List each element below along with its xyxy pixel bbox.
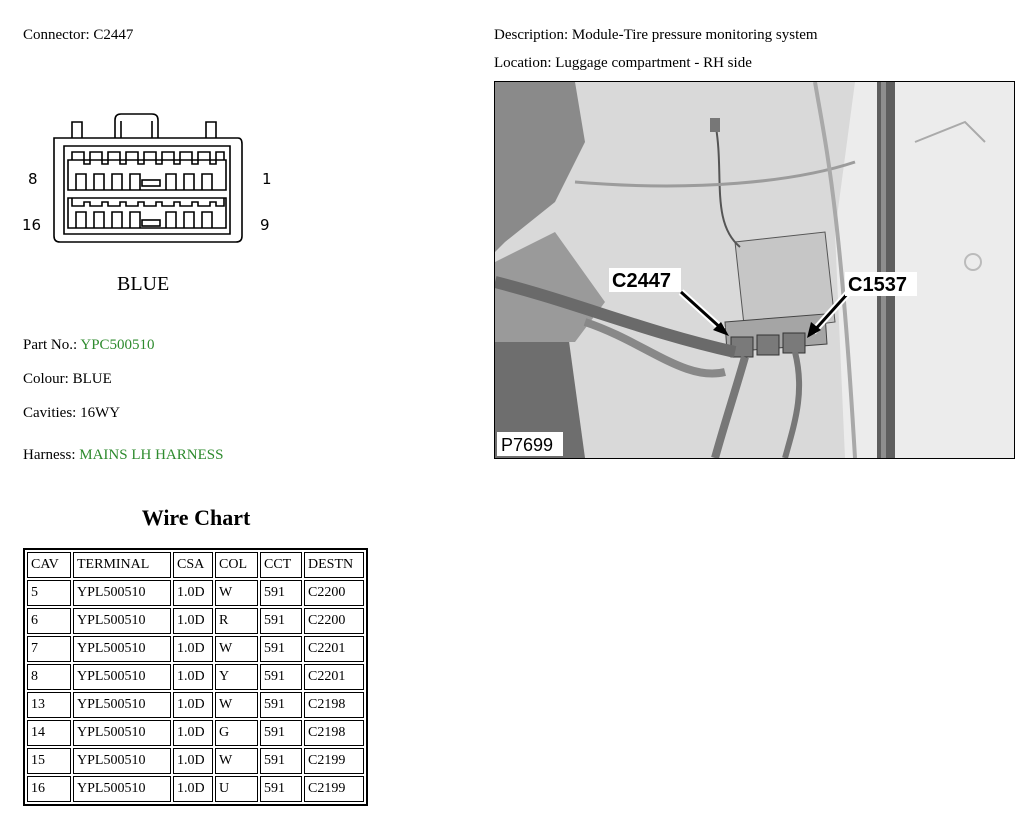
cell-destn[interactable]: C2199 [304, 776, 364, 802]
connector-face-diagram: 8 1 16 9 BLUE [20, 108, 280, 298]
cell-cav: 7 [27, 636, 71, 662]
pin-label-bottom-left: 16 [22, 216, 41, 234]
description-value: Module-Tire pressure monitoring system [571, 27, 818, 43]
cell-col: R [215, 608, 258, 634]
cell-terminal: YPL500510 [73, 580, 171, 606]
cell-cct: 591 [260, 608, 302, 634]
callout-c1537: C1537 [848, 274, 907, 296]
cell-destn[interactable]: C2198 [304, 720, 364, 746]
pin-label-top-right: 1 [262, 170, 272, 188]
cell-terminal: YPL500510 [73, 664, 171, 690]
callout-c2447: C2447 [612, 270, 671, 292]
cell-col: Y [215, 664, 258, 690]
cell-terminal: YPL500510 [73, 608, 171, 634]
colour-line: Colour: BLUE [23, 371, 112, 388]
cell-terminal: YPL500510 [73, 720, 171, 746]
part-no-line: Part No.: YPC500510 [23, 337, 155, 354]
cell-cav: 8 [27, 664, 71, 690]
cell-terminal: YPL500510 [73, 748, 171, 774]
cell-cav: 6 [27, 608, 71, 634]
header-destn: DESTN [304, 552, 364, 578]
cell-cav: 5 [27, 580, 71, 606]
cell-csa: 1.0D [173, 664, 213, 690]
description-label: Description: [494, 27, 569, 43]
cell-cct: 591 [260, 664, 302, 690]
cell-col: W [215, 580, 258, 606]
location-value: Luggage compartment - RH side [555, 55, 752, 71]
location-label: Location: [494, 55, 552, 71]
wire-chart-header-row: CAV TERMINAL CSA COL CCT DESTN [27, 552, 364, 578]
cavities-line: Cavities: 16WY [23, 405, 120, 422]
header-terminal: TERMINAL [73, 552, 171, 578]
wire-chart-title: Wire Chart [141, 505, 251, 530]
harness-label: Harness: [23, 447, 76, 463]
cell-terminal: YPL500510 [73, 692, 171, 718]
cell-cct: 591 [260, 776, 302, 802]
cell-col: W [215, 636, 258, 662]
location-photo: C2447 C1537 P7699 [494, 81, 1015, 459]
cell-destn[interactable]: C2199 [304, 748, 364, 774]
colour-label: Colour: [23, 371, 69, 387]
harness-line: Harness: MAINS LH HARNESS [23, 447, 223, 464]
location-line: Location: Luggage compartment - RH side [494, 55, 752, 72]
header-col: COL [215, 552, 258, 578]
cell-destn[interactable]: C2200 [304, 608, 364, 634]
cell-col: G [215, 720, 258, 746]
description-line: Description: Module-Tire pressure monito… [494, 27, 818, 44]
cell-destn[interactable]: C2198 [304, 692, 364, 718]
cell-cav: 15 [27, 748, 71, 774]
cell-cct: 591 [260, 692, 302, 718]
cavities-value: 16WY [80, 405, 121, 421]
pin-label-bottom-right: 9 [260, 216, 270, 234]
connector-line: Connector: C2447 [23, 27, 133, 44]
cell-destn[interactable]: C2201 [304, 636, 364, 662]
cell-destn[interactable]: C2200 [304, 580, 364, 606]
photo-id: P7699 [501, 435, 553, 455]
cell-cav: 13 [27, 692, 71, 718]
cell-csa: 1.0D [173, 580, 213, 606]
diagram-colour-label: BLUE [117, 273, 169, 295]
cell-csa: 1.0D [173, 608, 213, 634]
part-no-link[interactable]: YPC500510 [80, 337, 155, 353]
harness-link[interactable]: MAINS LH HARNESS [79, 447, 224, 463]
pin-label-top-left: 8 [28, 170, 38, 188]
cavities-label: Cavities: [23, 405, 77, 421]
cell-csa: 1.0D [173, 776, 213, 802]
cell-terminal: YPL500510 [73, 636, 171, 662]
cell-cct: 591 [260, 636, 302, 662]
header-csa: CSA [173, 552, 213, 578]
cell-cct: 591 [260, 720, 302, 746]
cell-terminal: YPL500510 [73, 776, 171, 802]
cell-cav: 16 [27, 776, 71, 802]
cell-col: W [215, 748, 258, 774]
connector-label: Connector: [23, 27, 90, 43]
cell-csa: 1.0D [173, 720, 213, 746]
part-no-label: Part No.: [23, 337, 78, 353]
colour-value: BLUE [72, 371, 112, 387]
header-cav: CAV [27, 552, 71, 578]
header-cct: CCT [260, 552, 302, 578]
connector-value: C2447 [93, 27, 134, 43]
cell-col: U [215, 776, 258, 802]
cell-csa: 1.0D [173, 692, 213, 718]
cell-col: W [215, 692, 258, 718]
cell-cct: 591 [260, 748, 302, 774]
cell-destn[interactable]: C2201 [304, 664, 364, 690]
cell-cct: 591 [260, 580, 302, 606]
cell-cav: 14 [27, 720, 71, 746]
cell-csa: 1.0D [173, 636, 213, 662]
cell-csa: 1.0D [173, 748, 213, 774]
